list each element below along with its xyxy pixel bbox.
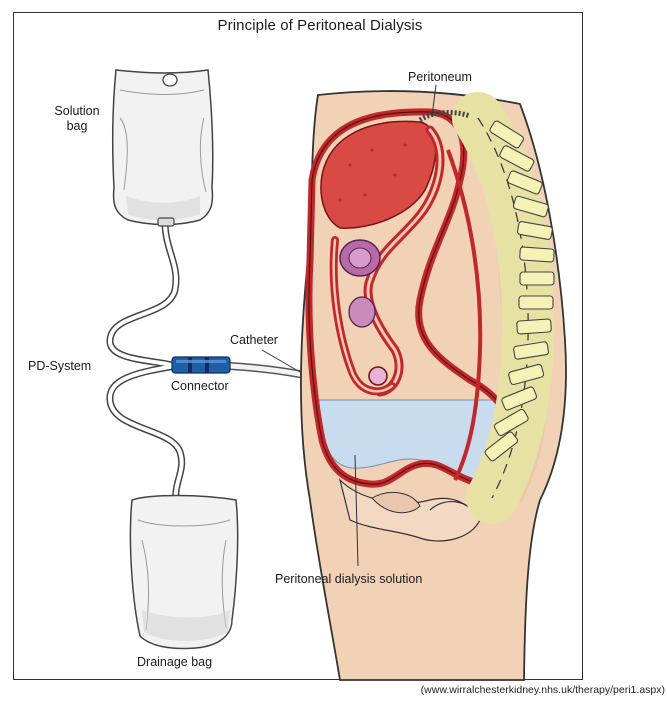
source-url: (www.wirralchesterkidney.nhs.uk/therapy/… [330,684,665,696]
connector-icon [172,357,230,373]
pd-system-label: PD-System [28,359,91,374]
solution-bag-label: Solution bag [42,104,112,134]
diagram-title: Principle of Peritoneal Dialysis [0,18,640,33]
catheter-label: Catheter [230,333,278,348]
solution-bag-label-line1: Solution [42,104,112,119]
drainage-bag-label: Drainage bag [137,655,212,670]
connector-label: Connector [171,379,229,394]
solution-bag-label-line2: bag [42,119,112,134]
peritoneum-label: Peritoneum [408,70,472,85]
solution-bag [113,70,213,226]
abdomen-cross-section [301,91,566,680]
dialysis-solution-label: Peritoneal dialysis solution [275,572,422,587]
drainage-bag [130,496,237,649]
